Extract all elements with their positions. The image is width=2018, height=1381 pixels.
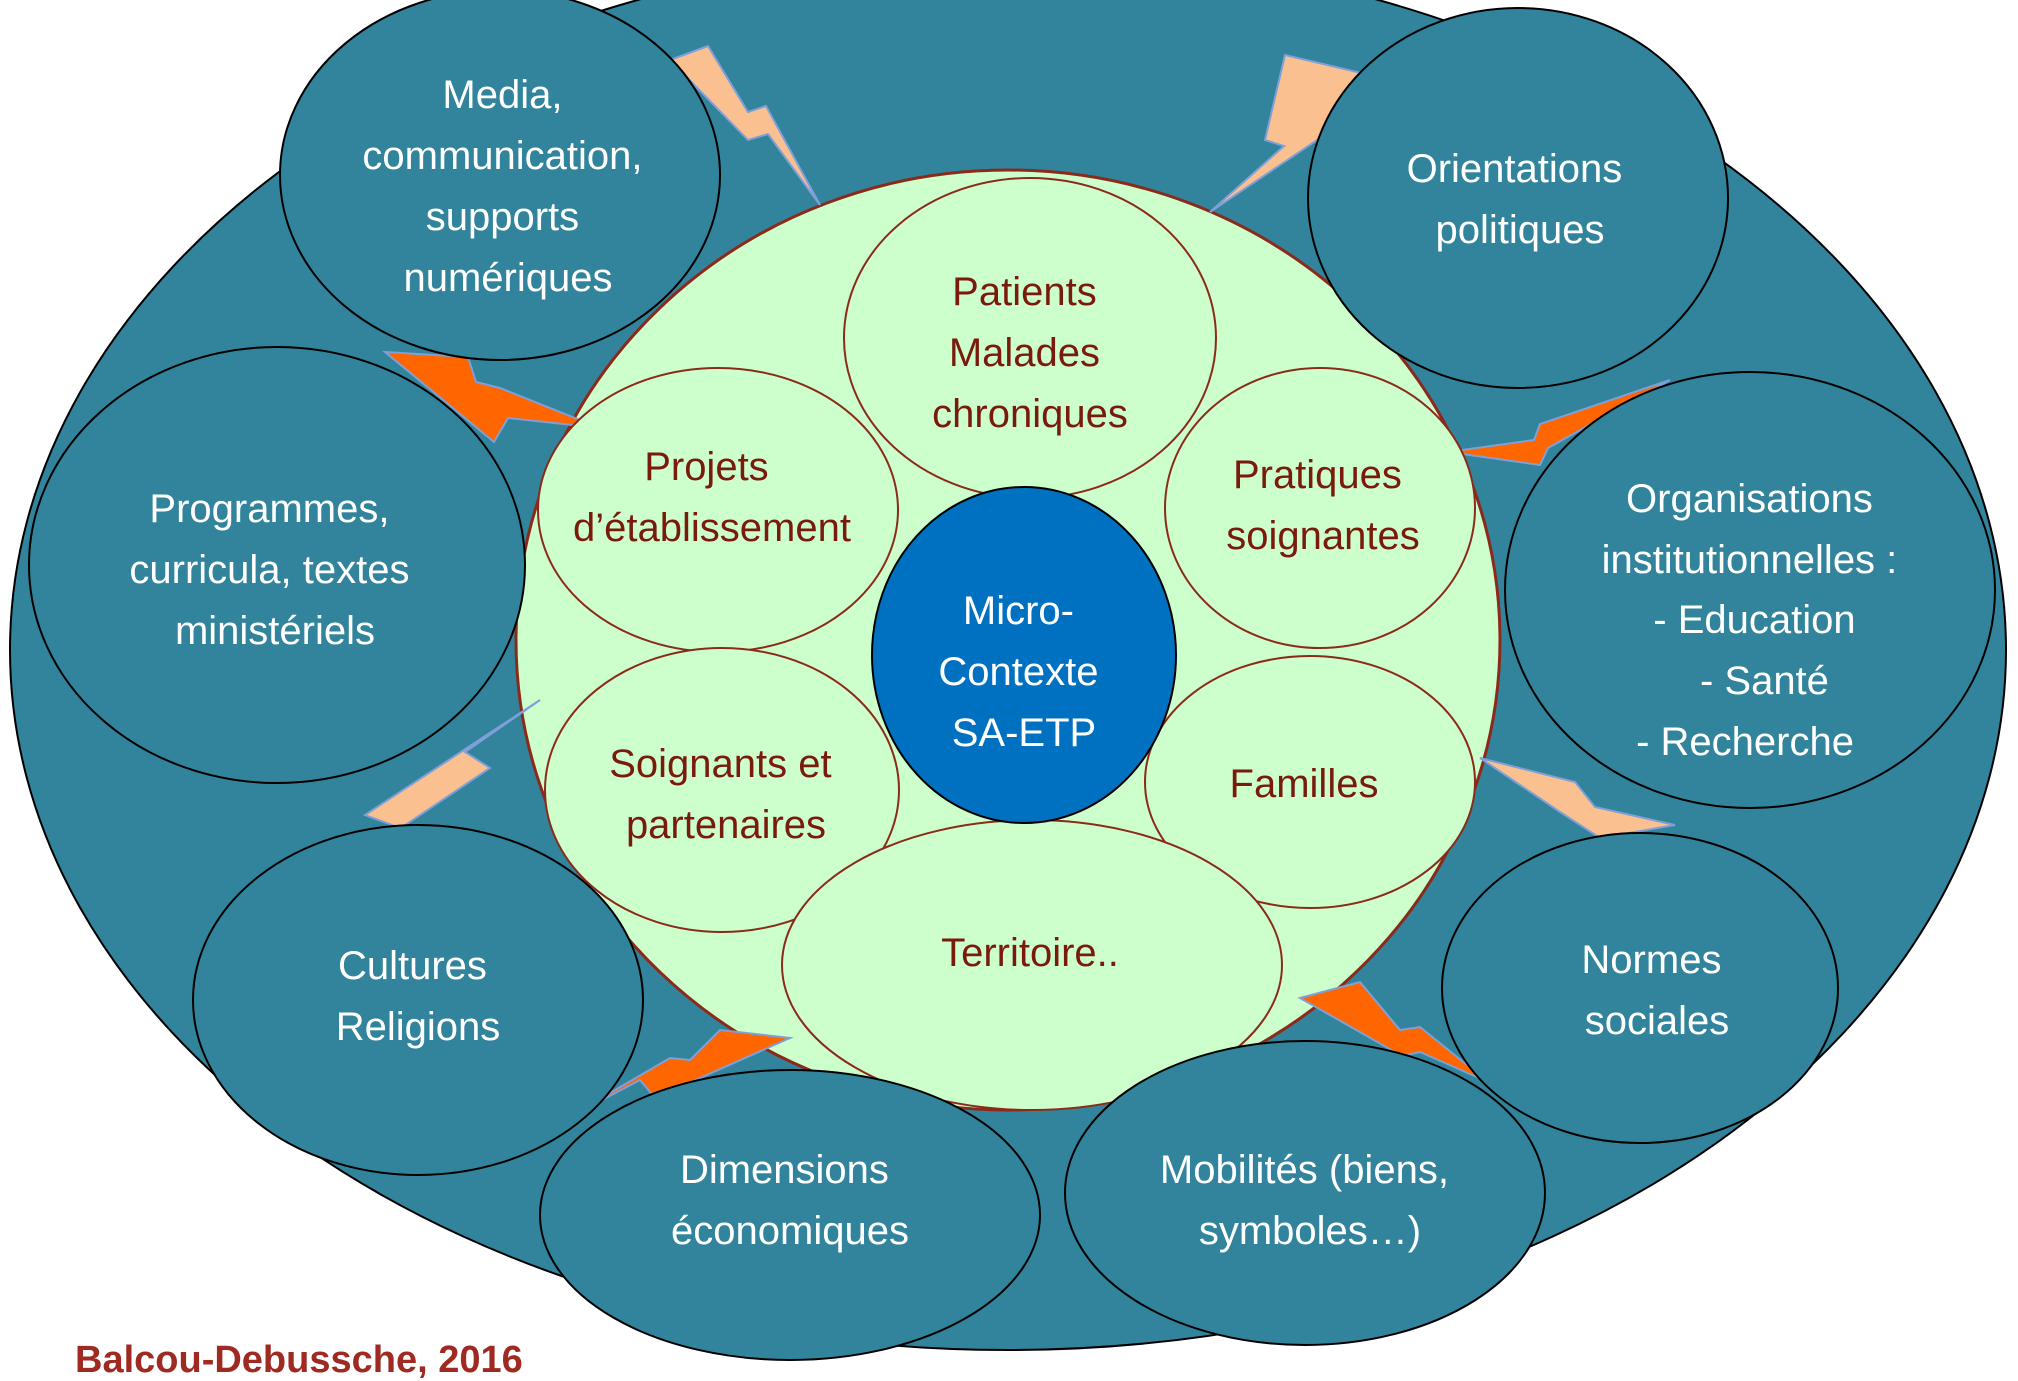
pratiques-label: Pratiques soignantes (1226, 453, 1419, 558)
organisations-ellipse (1504, 371, 1996, 809)
patients-label: Patients Malades chroniques (932, 270, 1128, 436)
familles-ellipse (1144, 655, 1476, 909)
bolt-icon (1479, 757, 1676, 840)
cultures-label: Cultures Religions (336, 944, 501, 1049)
mobilites-label: Mobilités (biens, symboles…) (1160, 1148, 1460, 1253)
dimensions-ellipse (539, 1069, 1041, 1361)
programmes-ellipse (28, 346, 526, 784)
cultures-ellipse (192, 824, 644, 1176)
center-label: Micro- Contexte SA-ETP (938, 589, 1109, 755)
normes-ellipse (1441, 832, 1839, 1144)
media-label: Media, communication, supports numérique… (362, 73, 653, 300)
pratiques-ellipse (1164, 367, 1476, 649)
orientations-ellipse (1307, 7, 1729, 389)
mobilites-ellipse (1064, 1040, 1546, 1346)
normes-label: Normes sociales (1581, 938, 1732, 1043)
lightning-bolts (362, 44, 1676, 1123)
territoire-label: Territoire.. (941, 931, 1119, 975)
projets-label: Projets d’établissement (573, 445, 851, 550)
orientations-label: Orientations politiques (1407, 147, 1634, 252)
soignants-ellipse (544, 647, 900, 933)
bolt-icon (381, 350, 601, 444)
programmes-label: Programmes, curricula, textes ministérie… (129, 487, 420, 653)
author-credit: Balcou-Debussche, 2016 (75, 1339, 523, 1381)
bolt-icon (668, 44, 821, 206)
center-circle (871, 486, 1177, 824)
organisations-label: Organisations institutionnelles : - Educ… (1602, 477, 1909, 764)
dimensions-label: Dimensions économiques (671, 1148, 909, 1253)
familles-label: Familles (1230, 762, 1379, 806)
soignants-label: Soignants et partenaires (609, 742, 843, 847)
media-ellipse (279, 0, 721, 361)
